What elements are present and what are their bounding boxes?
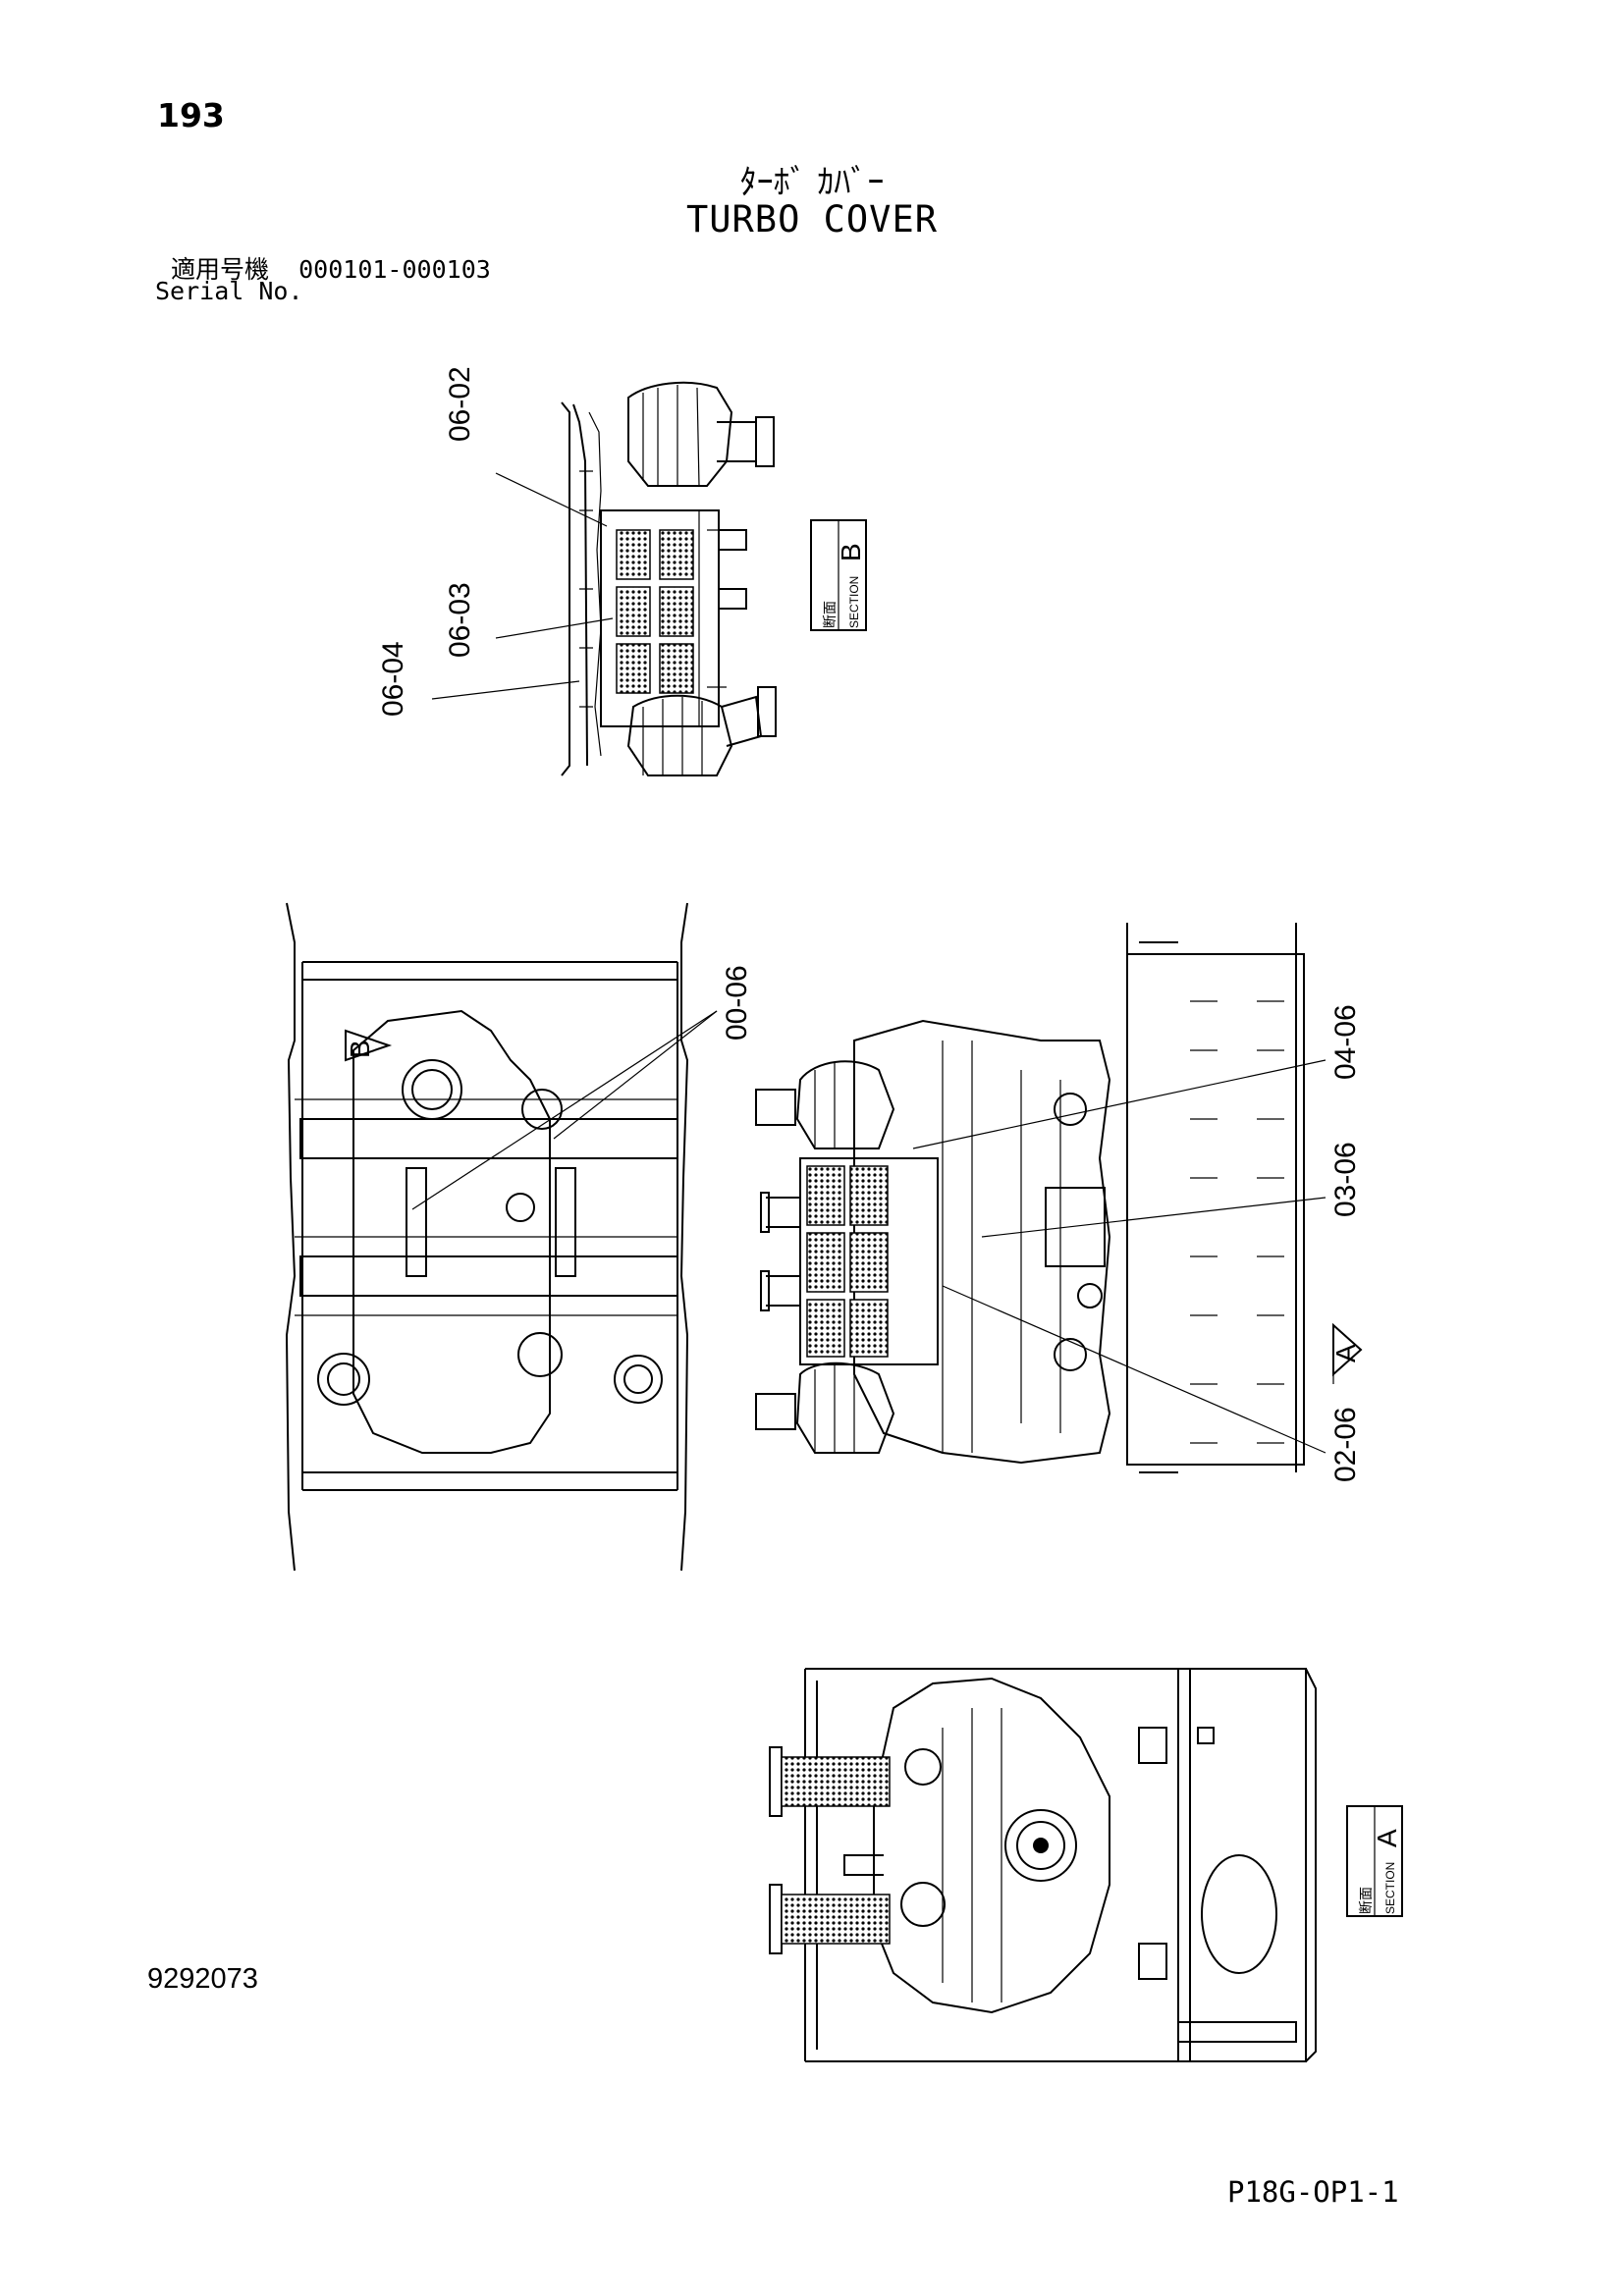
svg-text:B: B: [345, 1040, 375, 1058]
view-marker-b: B: [345, 1029, 393, 1062]
callout-06-03: 06-03: [444, 582, 476, 658]
page-number: 193: [157, 96, 225, 134]
svg-text:SECTION: SECTION: [847, 576, 861, 628]
plan-view: B: [285, 902, 1363, 1572]
svg-text:A: A: [1330, 1344, 1361, 1362]
serial-label-jp: 適用号機: [171, 255, 270, 284]
callout-04-06: 04-06: [1329, 1004, 1362, 1080]
document-number: 9292073: [147, 1963, 258, 1995]
title-english: TURBO COVER: [685, 198, 939, 240]
section-a-marker: A SECTION 断面: [1346, 1805, 1403, 1917]
callout-00-06: 00-06: [721, 965, 753, 1041]
svg-text:SECTION: SECTION: [1383, 1862, 1397, 1914]
callout-03-06: 03-06: [1329, 1142, 1362, 1217]
svg-text:断面: 断面: [823, 601, 839, 628]
callout-06-04: 06-04: [377, 641, 409, 717]
section-a-view: A SECTION 断面: [769, 1668, 1403, 2062]
view-marker-a: A: [1330, 1322, 1363, 1384]
serial-label-en: Serial No.: [155, 277, 303, 305]
title-japanese: ﾀｰﾎﾞ ｶﾊﾞｰ: [739, 163, 885, 202]
section-b-marker: B SECTION 断面: [810, 519, 867, 631]
callout-06-02: 06-02: [444, 366, 476, 442]
serial-range: 000101-000103: [298, 255, 491, 284]
callout-02-06: 02-06: [1329, 1407, 1362, 1482]
svg-text:断面: 断面: [1359, 1887, 1375, 1914]
sheet-code: P18G-OP1-1: [1227, 2175, 1399, 2209]
serial-applicability: 適用号機 000101-000103: [171, 250, 491, 286]
svg-text:A: A: [1372, 1829, 1402, 1847]
svg-text:B: B: [836, 543, 866, 561]
section-b-view: 06-02 06-03 06-04 B SECTION 断面: [377, 366, 867, 776]
